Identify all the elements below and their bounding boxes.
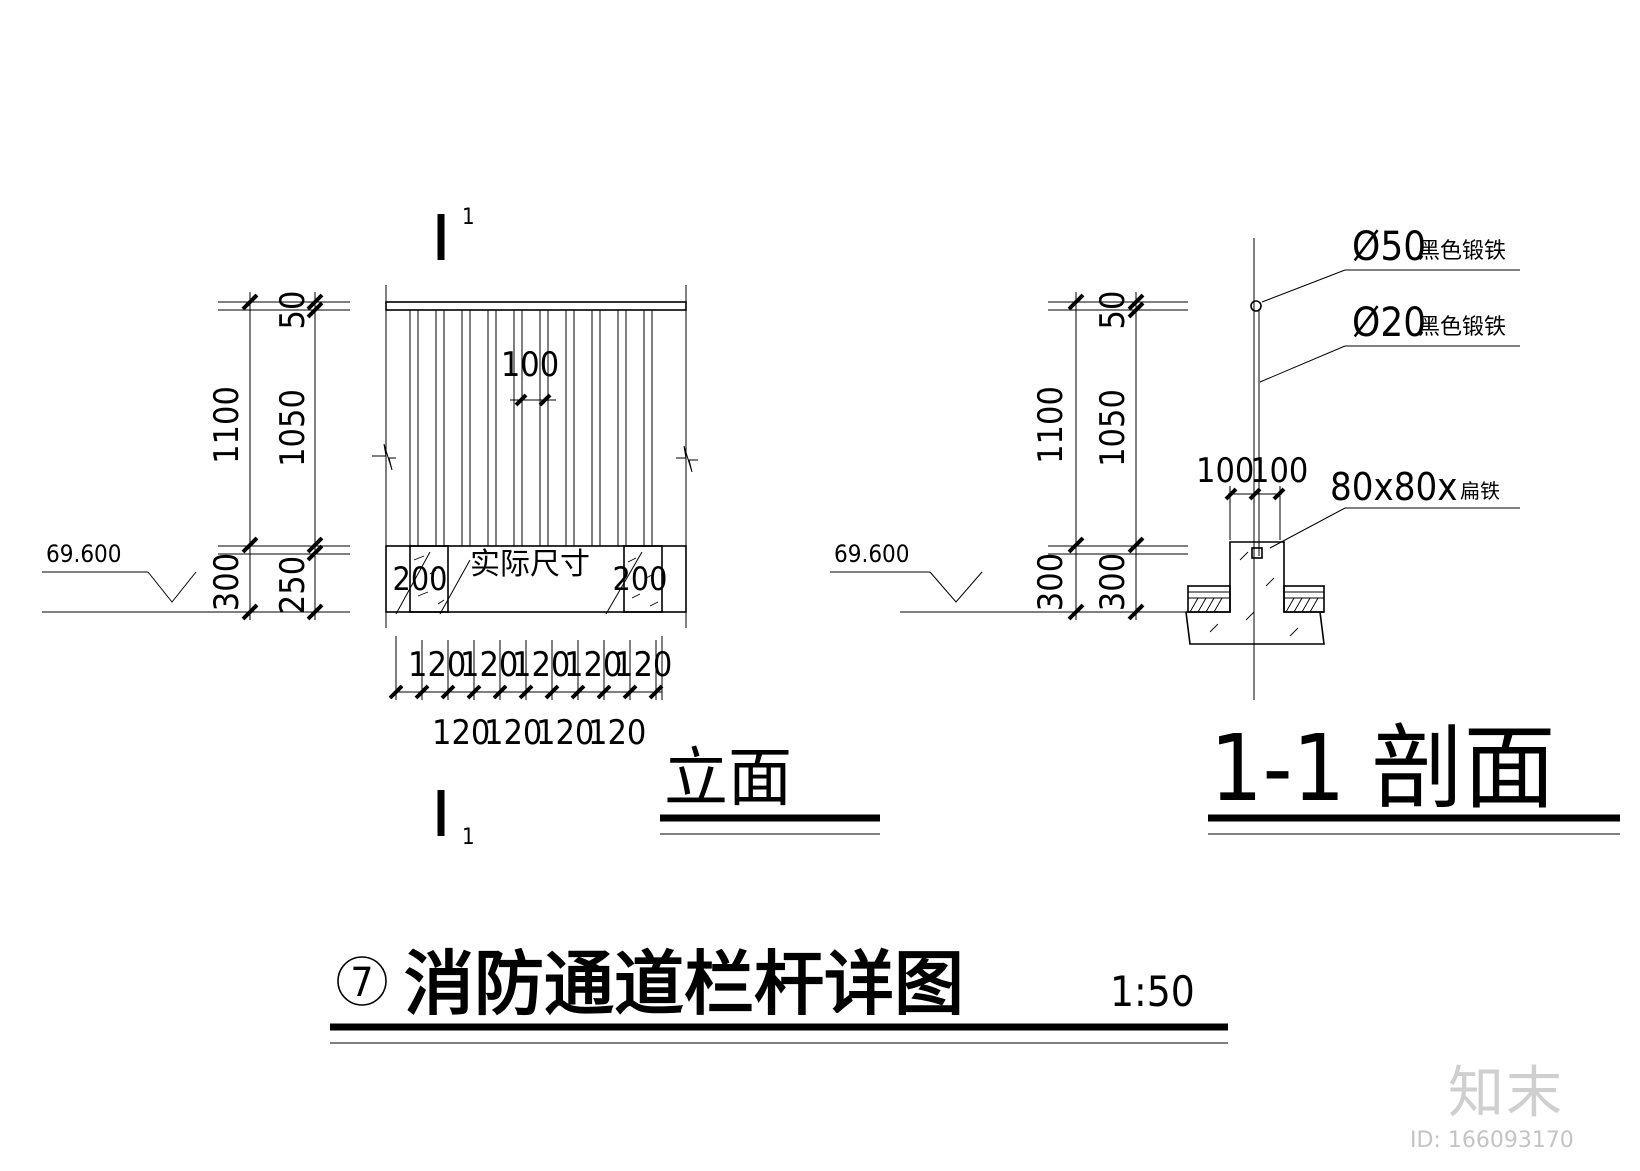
- elev-bottom-row1-c: 120: [512, 645, 570, 685]
- sec-dim-300-inner: 300: [1093, 553, 1133, 611]
- detail-number: 7: [351, 960, 374, 1006]
- elevation-posts: [395, 545, 663, 615]
- sec-dim-300-outer: 300: [1031, 553, 1071, 611]
- callout-1-material: 黑色锻铁: [1418, 239, 1506, 264]
- elev-actual-size-note: 实际尺寸: [470, 547, 590, 582]
- watermark-logo: 知末: [1448, 1061, 1564, 1126]
- elev-dim-300: 300: [207, 553, 247, 611]
- elev-level-value: 69.600: [46, 540, 122, 568]
- section-view: 1100 300 50 1050 300 69.600 Ø50 黑色锻铁: [830, 224, 1620, 835]
- elevation-view-title: 立面: [664, 742, 792, 816]
- sec-level-value: 69.600: [834, 540, 910, 568]
- elevation-level-marker: 69.600: [42, 540, 230, 613]
- elevation-bottom-dimensions: [388, 636, 664, 700]
- section-left-dimensions: 1100 300 50 1050 300: [1031, 291, 1188, 621]
- sec-dim-50: 50: [1093, 291, 1133, 330]
- elev-dim-1100: 1100: [207, 386, 247, 464]
- sec-dim-1100: 1100: [1031, 386, 1071, 464]
- elev-post-left-dim: 200: [393, 560, 448, 598]
- section-cut-label-bottom: 1: [462, 825, 475, 850]
- sec-dim-1050: 1050: [1093, 389, 1133, 467]
- elev-post-right-dim: 200: [613, 560, 668, 598]
- elevation-view: 1 1 1100 300 50: [42, 205, 880, 850]
- elev-bottom-row2-b: 120: [484, 713, 542, 753]
- callout-1-size: Ø50: [1352, 224, 1426, 270]
- callout-3-size: 80x80x: [1330, 465, 1457, 509]
- callout-2-material: 黑色锻铁: [1418, 315, 1506, 340]
- callout-2-size: Ø20: [1352, 300, 1426, 346]
- drawing-title: 消防通道栏杆详图: [404, 943, 964, 1025]
- elev-bottom-row1-a: 120: [408, 645, 466, 685]
- main-title-block: 7 消防通道栏杆详图 1:50: [330, 943, 1228, 1044]
- elevation-railing: [372, 285, 698, 628]
- section-footing: [1185, 541, 1325, 645]
- watermark-id: ID: 166093170: [1410, 1128, 1574, 1153]
- elev-bottom-row2-a: 120: [432, 713, 490, 753]
- elev-bottom-row1-e: 120: [614, 645, 672, 685]
- elev-bottom-row2-d: 120: [588, 713, 646, 753]
- section-base-dimensions: 100 100: [1196, 451, 1308, 540]
- drawing-scale: 1:50: [1110, 967, 1195, 1016]
- detail-number-circle: [337, 956, 387, 1006]
- elevation-balusters: [409, 310, 653, 546]
- elev-bottom-row2-c: 120: [536, 713, 594, 753]
- elev-bottom-row1-b: 120: [460, 645, 518, 685]
- elev-dim-50: 50: [273, 291, 313, 330]
- sec-base-dim-a: 100: [1196, 451, 1254, 491]
- elev-bottom-row1-d: 120: [564, 645, 622, 685]
- section-view-title: 1-1 剖面: [1210, 715, 1555, 822]
- elev-dim-250: 250: [273, 556, 313, 614]
- elev-baluster-spacing: 100: [501, 345, 559, 385]
- elev-dim-1050: 1050: [273, 389, 313, 467]
- section-cut-label-top: 1: [462, 205, 475, 230]
- callout-3-material: 扁铁: [1460, 479, 1500, 503]
- sec-base-dim-b: 100: [1250, 451, 1308, 491]
- elevation-left-dimensions: 1100 300 50 1050 250: [207, 291, 350, 621]
- section-level-marker: 69.600: [830, 540, 1056, 613]
